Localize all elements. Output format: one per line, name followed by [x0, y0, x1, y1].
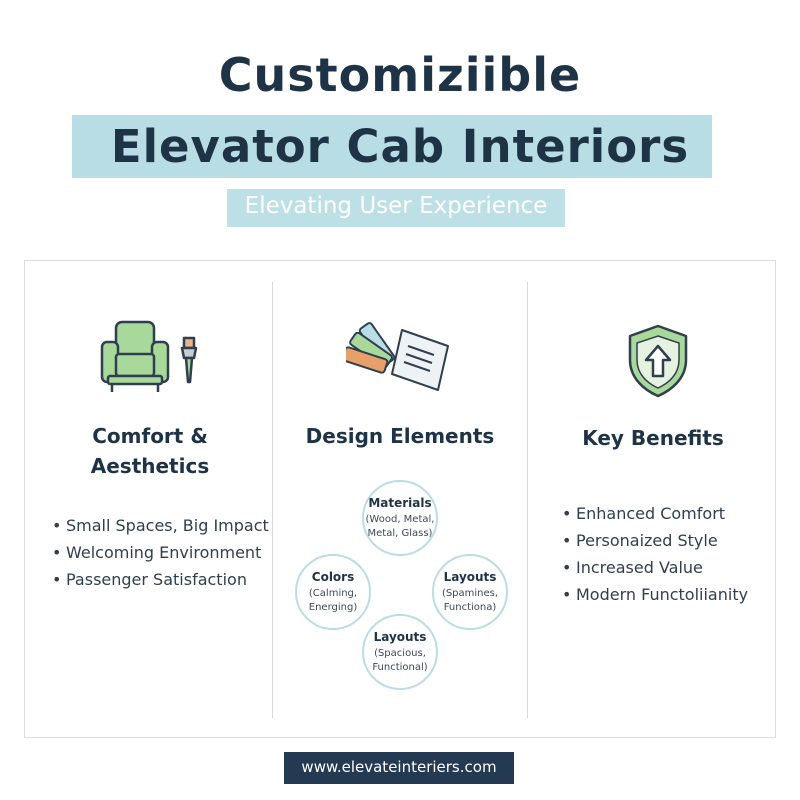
list-item-text: Personaized Style [576, 531, 718, 550]
circle-materials: Materials (Wood, Metal, Metal, Glass) [362, 480, 438, 556]
website-link[interactable]: www.elevateinteriers.com [301, 758, 497, 776]
list-item: •Small Spaces, Big Impact [52, 516, 269, 535]
list-item-text: Small Spaces, Big Impact [66, 516, 269, 535]
column-title-line: Comfort & [92, 424, 208, 448]
column-divider [527, 282, 528, 718]
title-line-1: Customiziible [218, 48, 582, 102]
list-item-text: Enhanced Comfort [576, 504, 726, 523]
subtitle: Elevating User Experience [244, 193, 548, 219]
list-item-text: Welcoming Environment [66, 543, 262, 562]
list-item-text: Passenger Satisfaction [66, 570, 247, 589]
list-item: •Increased Value [562, 558, 703, 577]
circle-colors: Colors (Calming, Energing) [295, 554, 371, 630]
circle-text: (Spamines, [441, 587, 499, 599]
shield-arrow-up-icon [628, 324, 688, 398]
swatches-and-blueprint-icon [346, 322, 449, 391]
circle-layouts-right: Layouts (Spamines, Functiona) [432, 554, 508, 630]
circle-text: Metal, Glass) [367, 527, 433, 539]
list-item: •Enhanced Comfort [562, 504, 726, 523]
list-item: •Passenger Satisfaction [52, 570, 247, 589]
circle-text: Functional) [372, 661, 428, 673]
comfort-bullet-list: •Small Spaces, Big Impact •Welcoming Env… [52, 512, 269, 593]
circle-text: (Calming, [308, 587, 358, 599]
column-title-benefits: Key Benefits [582, 426, 724, 450]
list-item: •Welcoming Environment [52, 543, 262, 562]
list-item-text: Increased Value [576, 558, 703, 577]
circle-title: Materials [368, 495, 432, 510]
circle-text: (Spacious, [374, 647, 426, 659]
circle-title: Layouts [443, 569, 497, 584]
title-highlight [72, 115, 712, 178]
circle-text: Functiona) [443, 601, 497, 613]
list-item: •Modern Functoliianity [562, 585, 749, 604]
column-title-design: Design Elements [305, 424, 495, 448]
subtitle-highlight [227, 189, 565, 227]
column-title-line: Aesthetics [90, 454, 210, 478]
list-item-text: Modern Functoliianity [576, 585, 749, 604]
armchair-and-brush-icon [100, 320, 198, 392]
footer-bar [284, 752, 514, 784]
title-line-2: Elevator Cab Interiors [110, 120, 690, 173]
content-panel [24, 260, 776, 738]
benefits-bullet-list: •Enhanced Comfort •Personaized Style •In… [562, 500, 748, 608]
circle-text: (Wood, Metal, [365, 513, 435, 525]
circle-layouts-bottom: Layouts (Spacious, Functional) [362, 614, 438, 690]
column-title-comfort: Comfort & Aesthetics [40, 424, 260, 478]
circle-title: Layouts [373, 629, 427, 644]
list-item: •Personaized Style [562, 531, 718, 550]
circle-text: Energing) [308, 601, 358, 613]
circle-title: Colors [311, 569, 355, 584]
column-divider [272, 282, 273, 718]
